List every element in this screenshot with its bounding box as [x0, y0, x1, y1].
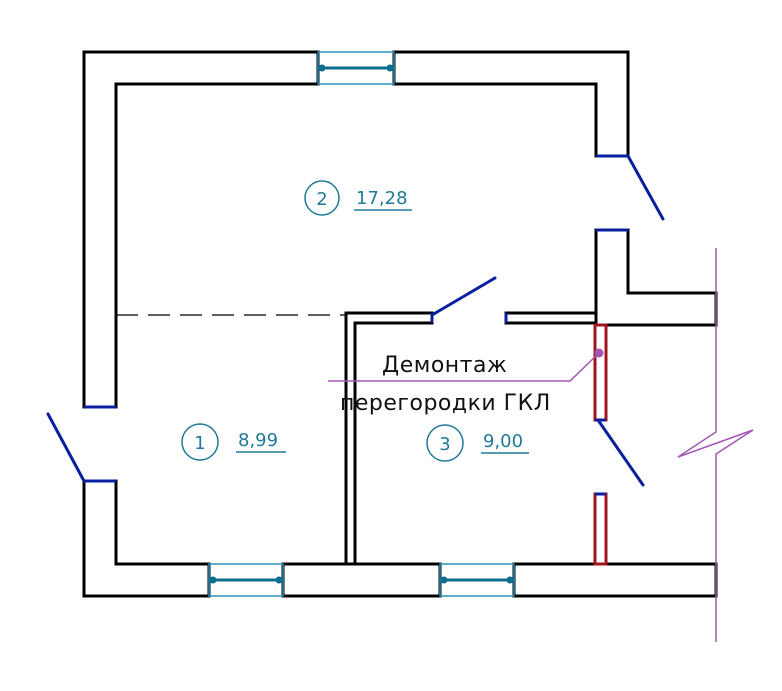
window-bottom-right: [439, 563, 515, 597]
wall-bottom-middle: [281, 562, 442, 598]
partition-room1-room3: [344, 311, 434, 566]
window-top: [317, 51, 395, 85]
door-demolition-wall: [596, 418, 645, 487]
demolition-note-line2: перегородки ГКЛ: [340, 391, 551, 416]
door-room3: [430, 276, 497, 317]
room-label-1: 1 8,99: [181, 423, 286, 461]
wall-right-upper: [594, 228, 718, 327]
window-bottom-left: [208, 563, 284, 597]
wall-bottom-left: [82, 479, 211, 598]
wall-top-right: [392, 50, 630, 158]
partition-upper-right: [504, 311, 598, 325]
room-label-2: 2 17,28: [304, 180, 412, 216]
demolition-partition-upper: [593, 323, 608, 422]
door-entrance-left: [46, 412, 86, 483]
room-label-3: 3 9,00: [426, 424, 529, 462]
room-2-area: 17,28: [356, 188, 408, 209]
demolition-leader-line: [328, 352, 600, 382]
room-1-number: 1: [194, 433, 205, 454]
wall-bottom-right: [512, 562, 718, 598]
door-top-right: [626, 154, 665, 221]
wall-top-left: [82, 50, 320, 409]
demolition-note-line1: Демонтаж: [382, 353, 507, 378]
room-1-area: 8,99: [238, 430, 278, 451]
room-2-number: 2: [316, 189, 327, 210]
break-line: [677, 248, 754, 642]
room-3-number: 3: [439, 434, 450, 455]
leader-dot: [594, 348, 604, 358]
room-3-area: 9,00: [483, 431, 523, 452]
demolition-partition-lower: [593, 492, 608, 566]
